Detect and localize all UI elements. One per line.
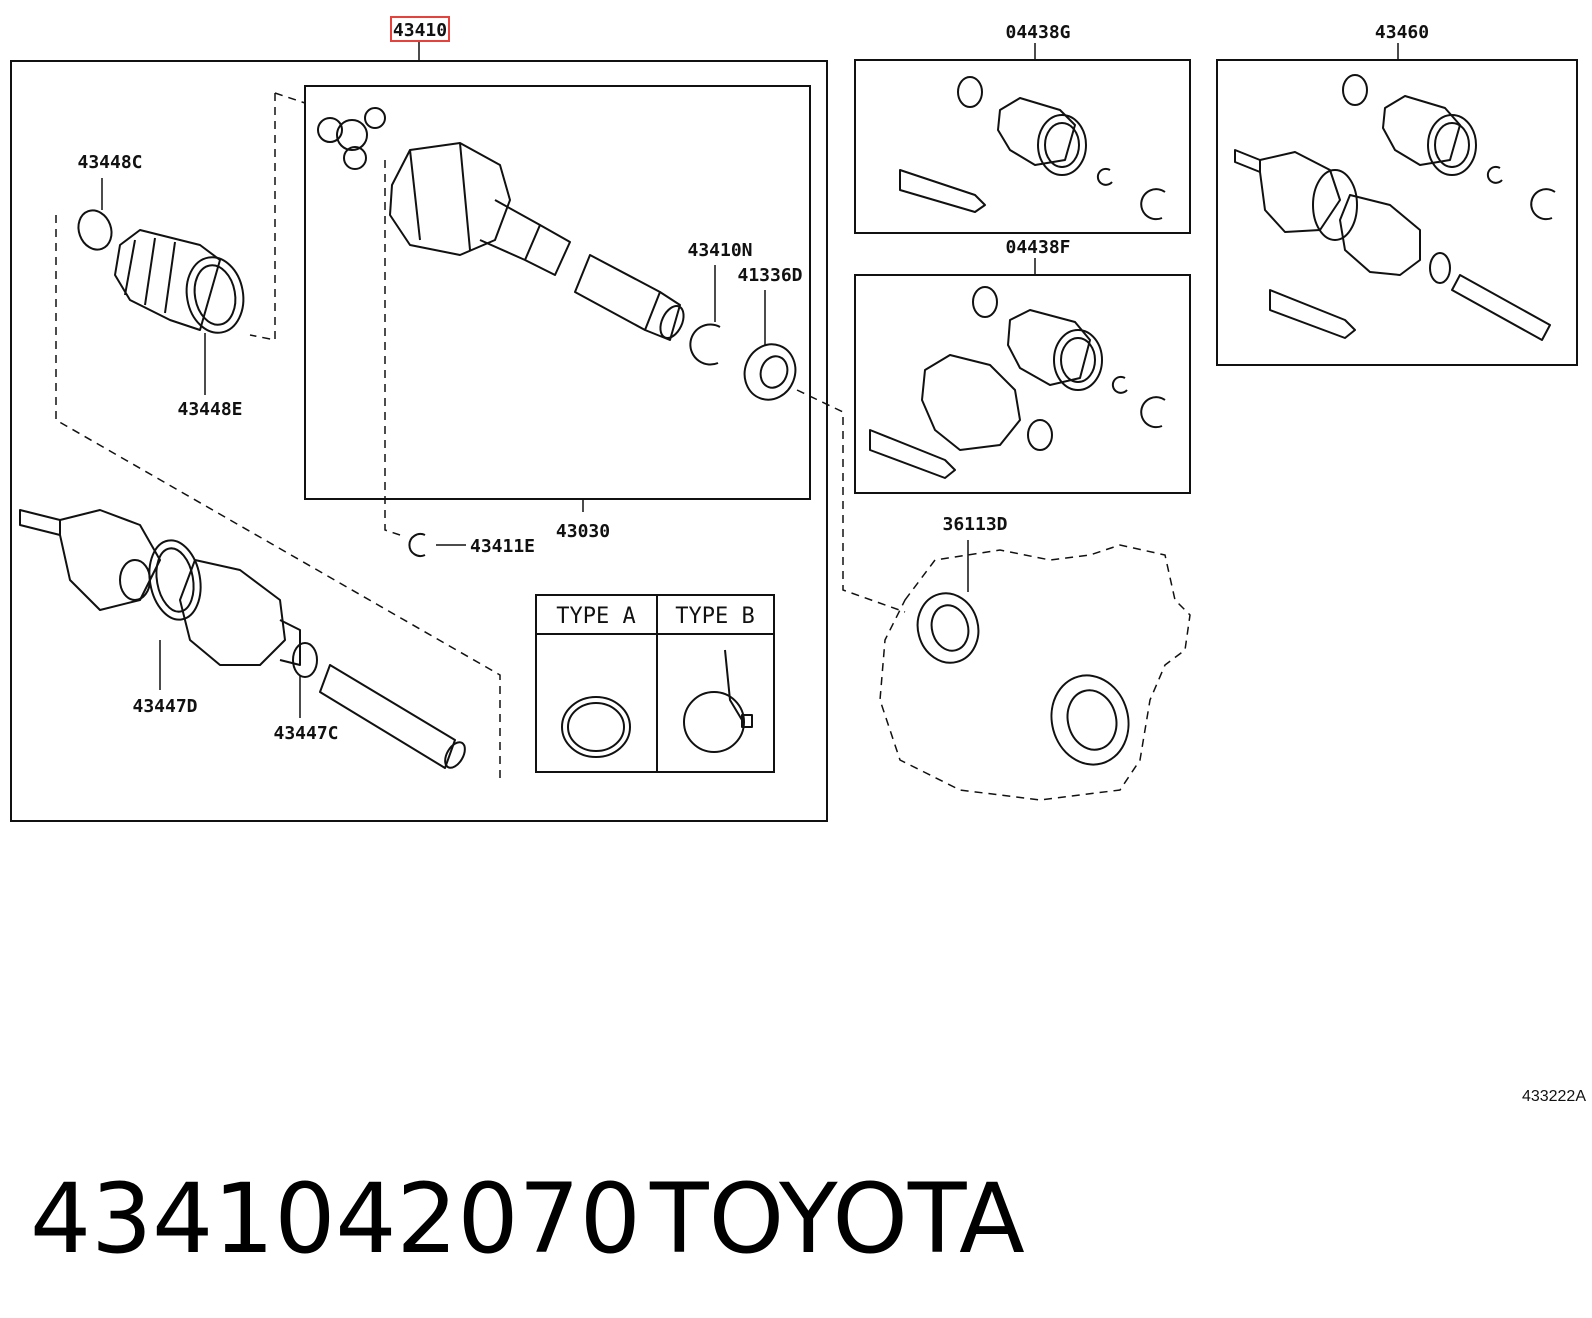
highlight-box[interactable] xyxy=(390,16,450,42)
label-43448C[interactable]: 43448C xyxy=(77,152,142,173)
kit-f-group: 04438F xyxy=(854,237,1191,494)
label-04438F[interactable]: 04438F xyxy=(1005,237,1070,258)
outer-kit-boot-icon xyxy=(1382,95,1477,176)
main-assembly-group: 43410 43030 43410N xyxy=(10,16,906,822)
kit-g-frame xyxy=(854,59,1191,234)
outer-shaft-kit-group: 43460 xyxy=(1216,22,1578,366)
label-43411E[interactable]: 43411E xyxy=(470,536,535,557)
outer-kit-clamp-icon xyxy=(1342,74,1368,106)
transmission-group: 36113D xyxy=(879,514,1191,801)
inner-housing-shaft-icon xyxy=(389,142,685,341)
inner-joint-frame xyxy=(304,85,811,500)
kit-f-grease-icon xyxy=(869,429,956,479)
type-b-clamp-icon xyxy=(683,691,745,753)
diagram-id: 433222A xyxy=(1522,1088,1586,1105)
kit-g-boot-icon xyxy=(997,97,1087,176)
footer-part-number: 4341042070 xyxy=(30,1163,641,1275)
outer-kit-ring-large-icon xyxy=(1530,188,1556,221)
label-36113D[interactable]: 36113D xyxy=(942,514,1007,535)
kit-g-group: 04438G xyxy=(854,22,1191,234)
transmission-seal-icon xyxy=(916,592,980,664)
tripod-joint-icon xyxy=(317,107,386,170)
type-a-clamp-icon xyxy=(561,696,631,758)
kit-g-clamp-icon xyxy=(957,76,983,108)
transmission-output-icon xyxy=(1050,674,1130,766)
kit-f-ring-small-icon xyxy=(1111,375,1128,394)
outer-shaft-kit-frame xyxy=(1216,59,1578,366)
kit-g-ring-small-icon xyxy=(1096,167,1113,186)
footer-brand: TOYOTA xyxy=(649,1163,1025,1275)
seal-d-icon xyxy=(743,343,797,401)
clamp-type-table: TYPE A TYPE B xyxy=(535,594,775,773)
label-43460[interactable]: 43460 xyxy=(1375,22,1429,43)
kit-g-grease-icon xyxy=(899,169,986,213)
label-43030[interactable]: 43030 xyxy=(556,521,610,542)
clamp-c-icon xyxy=(77,209,113,251)
type-b-label: TYPE B xyxy=(675,604,754,629)
kit-f-boot-large-icon xyxy=(921,354,1053,451)
type-a-label: TYPE A xyxy=(556,604,635,629)
kit-f-frame xyxy=(854,274,1191,494)
outer-kit-shaft-icon xyxy=(1234,149,1551,341)
snap-ring-e-icon xyxy=(408,533,426,557)
kit-f-clamp-icon xyxy=(972,286,998,318)
label-04438G[interactable]: 04438G xyxy=(1005,22,1070,43)
kit-f-boot-small-icon xyxy=(1007,309,1103,391)
label-43410N[interactable]: 43410N xyxy=(687,240,752,261)
label-43447D[interactable]: 43447D xyxy=(132,696,197,717)
transmission-case-icon xyxy=(879,544,1191,801)
outer-kit-grease-icon xyxy=(1269,289,1356,339)
outer-kit-ring-small-icon xyxy=(1486,165,1503,184)
outer-shaft-icon xyxy=(19,509,466,769)
label-41336D[interactable]: 41336D xyxy=(737,265,802,286)
snap-ring-n-icon xyxy=(689,323,721,366)
kit-g-ring-large-icon xyxy=(1140,188,1166,221)
label-43448E[interactable]: 43448E xyxy=(177,399,242,420)
boot-inner-icon xyxy=(114,229,245,334)
kit-f-ring-large-icon xyxy=(1140,396,1166,429)
label-43410[interactable]: 43410 xyxy=(393,20,447,41)
label-43447C[interactable]: 43447C xyxy=(273,723,338,744)
